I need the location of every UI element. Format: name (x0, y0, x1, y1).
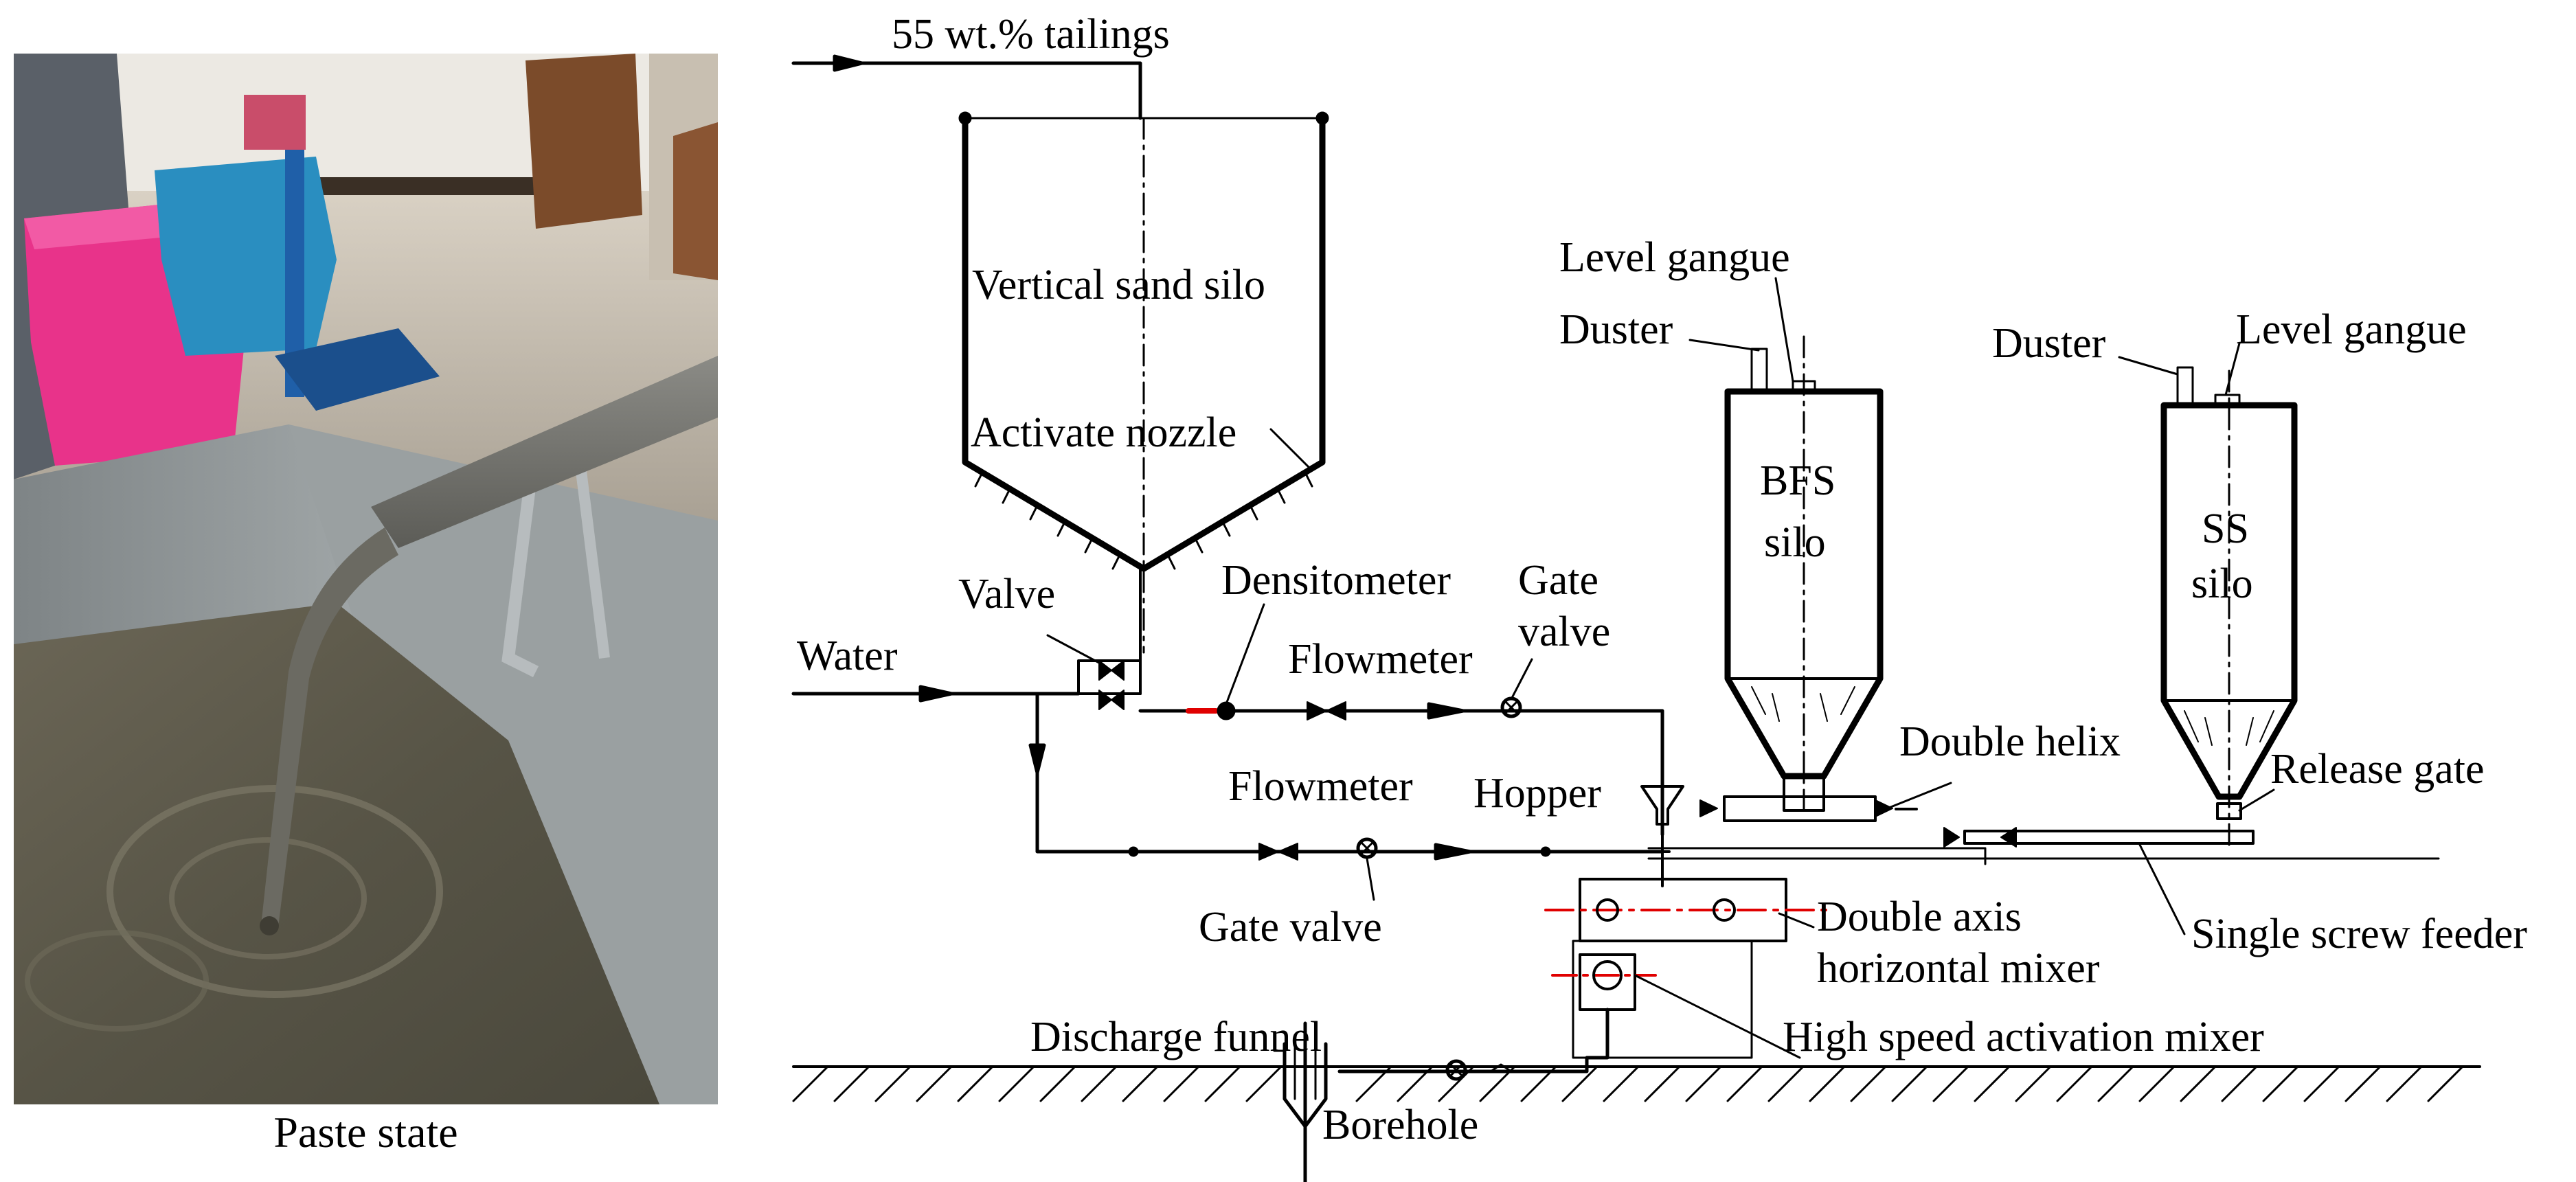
label-double-axis-1: Double axis (1817, 894, 2022, 940)
label-gate-valve-upper-1: Gate (1518, 557, 1598, 604)
label-ss-silo-1: SS (2202, 505, 2249, 552)
label-double-helix: Double helix (1899, 718, 2121, 765)
double-axis-mixer (1579, 878, 1787, 942)
photo-caption: Paste state (273, 1108, 458, 1157)
label-bfs-silo-1: BFS (1760, 457, 1835, 504)
bfs-duster-symbol (1750, 348, 1768, 393)
door (526, 54, 642, 229)
label-gate-valve-lower: Gate valve (1199, 904, 1382, 951)
label-flowmeter-lower: Flowmeter (1228, 763, 1413, 810)
double-helix (1723, 795, 1877, 822)
label-single-screw: Single screw feeder (2191, 911, 2527, 957)
label-hopper: Hopper (1473, 770, 1601, 817)
label-ss-silo-2: silo (2191, 560, 2253, 607)
slurry-swirl (106, 785, 443, 998)
discharge-line (1337, 1008, 1609, 1073)
water-arrow (918, 685, 953, 703)
branch-arrow (1028, 743, 1046, 775)
sand-silo (962, 115, 1326, 572)
process-diagram: 55 wt.% tailings Vertical sand silo Acti… (791, 11, 2527, 1182)
label-high-speed: High speed activation mixer (1783, 1014, 2264, 1060)
high-speed-mixer (1579, 953, 1636, 1011)
label-discharge-funnel: Discharge funnel (1030, 1014, 1322, 1060)
tailings-arrow (833, 54, 864, 72)
label-level-gauge-bfs: Level gangue (1559, 234, 1790, 281)
hopper-symbol (1640, 785, 1684, 826)
ss-level-gauge-symbol (2214, 394, 2241, 407)
label-densitometer: Densitometer (1221, 557, 1451, 604)
single-screw-feeder (1963, 830, 2255, 845)
densitometer-symbol (1217, 701, 1236, 720)
label-gate-valve-upper-2: valve (1518, 609, 1610, 655)
label-level-gauge-ss: Level gangue (2236, 306, 2467, 353)
upper-arrow (1427, 702, 1465, 720)
label-tailings: 55 wt.% tailings (892, 11, 1170, 58)
release-gate-symbol (2216, 802, 2242, 820)
blue-bucket (155, 157, 337, 356)
label-bfs-silo-2: silo (1764, 519, 1826, 566)
ground-hatch (792, 1065, 2464, 1102)
label-borehole: Borehole (1322, 1102, 1478, 1148)
label-water: Water (797, 633, 898, 679)
label-double-axis-2: horizontal mixer (1817, 945, 2100, 992)
tailings-line (791, 61, 1142, 120)
paste-stream (261, 527, 398, 927)
mixer-base (1572, 940, 1753, 1059)
door-right (673, 122, 718, 280)
ss-duster-symbol (2176, 366, 2194, 407)
label-valve: Valve (958, 571, 1055, 617)
label-release-gate: Release gate (2270, 746, 2485, 793)
gate-valve-lower-symbol (1356, 837, 1378, 859)
metal-rack (501, 437, 542, 678)
slurry-surface (14, 603, 659, 1104)
lower-arrow (1434, 843, 1472, 861)
label-activate-nozzle: Activate nozzle (971, 409, 1236, 456)
label-duster-ss: Duster (1992, 320, 2106, 367)
scale-base (275, 328, 440, 411)
flowmeter-upper-symbol (1307, 701, 1346, 720)
nozzle-ticks (974, 471, 1313, 570)
label-flowmeter-upper: Flowmeter (1288, 636, 1473, 683)
label-duster-bfs: Duster (1559, 306, 1673, 353)
discharge-pipe (371, 356, 718, 548)
label-sand-silo: Vertical sand silo (972, 262, 1265, 308)
bfs-level-gauge-symbol (1792, 380, 1816, 393)
valve-box (1077, 659, 1142, 695)
flowmeter-lower-symbol (1258, 843, 1298, 861)
paste-state-photo (14, 54, 718, 1104)
